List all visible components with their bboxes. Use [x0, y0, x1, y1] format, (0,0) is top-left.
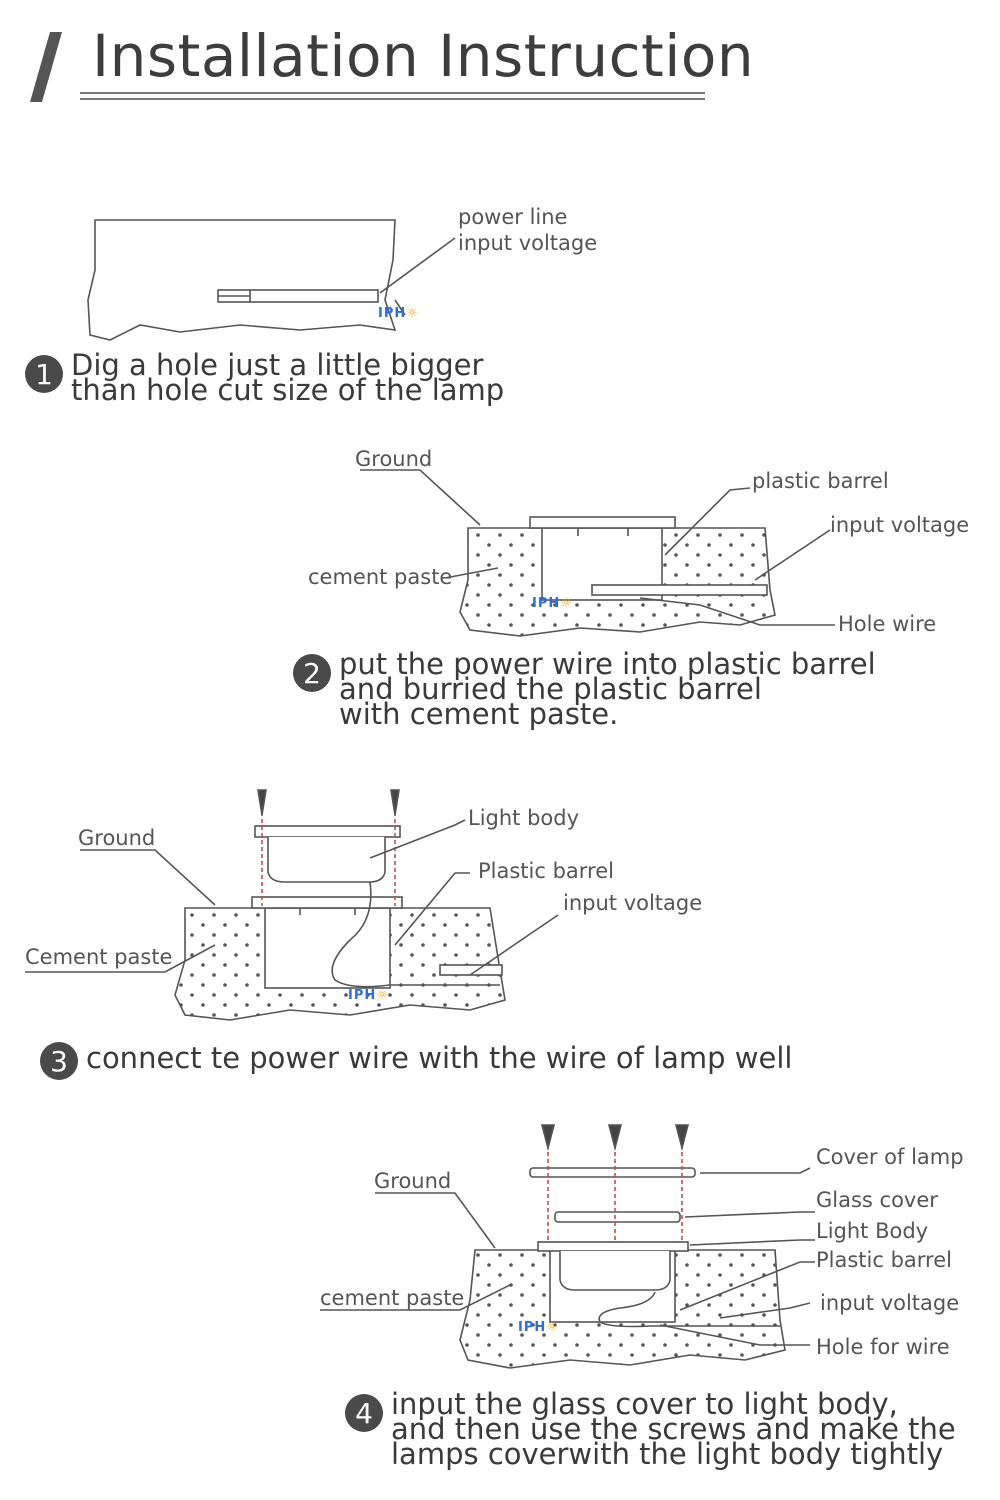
step3-diagram: [25, 789, 559, 1021]
step-line: and burried the plastic barrel: [339, 672, 762, 706]
label-hole-for-wire: Hole for wire: [816, 1335, 950, 1359]
step1-diagram: [87, 219, 456, 341]
brand-text: IPH: [518, 1320, 547, 1335]
step-line: input the glass cover to light body,: [391, 1387, 898, 1421]
step-line: lamps coverwith the light body tightly: [391, 1437, 944, 1471]
sun-icon: ☼: [406, 306, 419, 321]
sun-icon: ☼: [376, 988, 389, 1003]
label-light-body: Light Body: [816, 1219, 929, 1243]
label-light-body: Light body: [468, 806, 580, 830]
step-number: 4: [345, 1394, 383, 1432]
label-ground: Ground: [78, 826, 156, 850]
label-plastic-barrel: Plastic barrel: [478, 859, 614, 883]
label-input-voltage: input voltage: [458, 231, 598, 255]
step-number: 1: [25, 355, 63, 393]
brand-logo: IPH☼: [378, 306, 419, 321]
step-4: 4 input the glass cover to light body, a…: [345, 1387, 956, 1471]
brand-text: IPH: [348, 988, 377, 1003]
label-plastic-barrel: plastic barrel: [752, 469, 889, 493]
step-2: 2 put the power wire into plastic barrel…: [293, 647, 876, 731]
sun-icon: ☼: [560, 596, 573, 611]
step-3: 3 connect te power wire with the wire of…: [40, 1040, 792, 1080]
step-line: connect te power wire with the wire of l…: [86, 1041, 793, 1075]
label-ground: Ground: [355, 447, 433, 471]
step-line: with cement paste.: [339, 697, 619, 731]
label-input-voltage: input voltage: [820, 1291, 960, 1315]
label-plastic-barrel: Plastic barrel: [816, 1248, 952, 1272]
step-line: Dig a hole just a little bigger: [71, 348, 484, 382]
label-hole-wire: Hole wire: [838, 612, 937, 636]
step-number: 3: [40, 1042, 78, 1080]
page-title: Installation Instruction: [92, 22, 755, 90]
label-power-line: power line: [458, 205, 568, 229]
brand-text: IPH: [532, 596, 561, 611]
step-line: and then use the screws and make the: [391, 1412, 956, 1446]
step4-diagram: [320, 1124, 815, 1369]
brand-logo: IPH☼: [532, 596, 573, 611]
brand-logo: IPH☼: [518, 1320, 559, 1335]
step-line: put the power wire into plastic barrel: [339, 647, 876, 681]
header-decoration: [30, 32, 705, 102]
step-number: 2: [293, 654, 331, 692]
step-line: than hole cut size of the lamp: [71, 373, 505, 407]
label-cover-of-lamp: Cover of lamp: [816, 1145, 964, 1169]
label-ground: Ground: [374, 1169, 452, 1193]
brand-text: IPH: [378, 306, 407, 321]
label-input-voltage: input voltage: [830, 513, 970, 537]
label-glass-cover: Glass cover: [816, 1188, 938, 1212]
step-description: put the power wire into plastic barrel a…: [339, 647, 876, 731]
label-cement-paste: Cement paste: [25, 945, 173, 969]
sun-icon: ☼: [546, 1320, 559, 1335]
step-1: 1 Dig a hole just a little bigger than h…: [25, 348, 505, 407]
step-description: Dig a hole just a little bigger than hol…: [71, 348, 505, 407]
label-cement-paste: cement paste: [320, 1286, 465, 1310]
brand-logo: IPH☼: [348, 988, 389, 1003]
step-description: connect te power wire with the wire of l…: [86, 1041, 793, 1075]
label-cement-paste: cement paste: [308, 565, 453, 589]
label-input-voltage: input voltage: [563, 891, 703, 915]
step-description: input the glass cover to light body, and…: [391, 1387, 956, 1471]
step2-diagram: [360, 469, 835, 637]
